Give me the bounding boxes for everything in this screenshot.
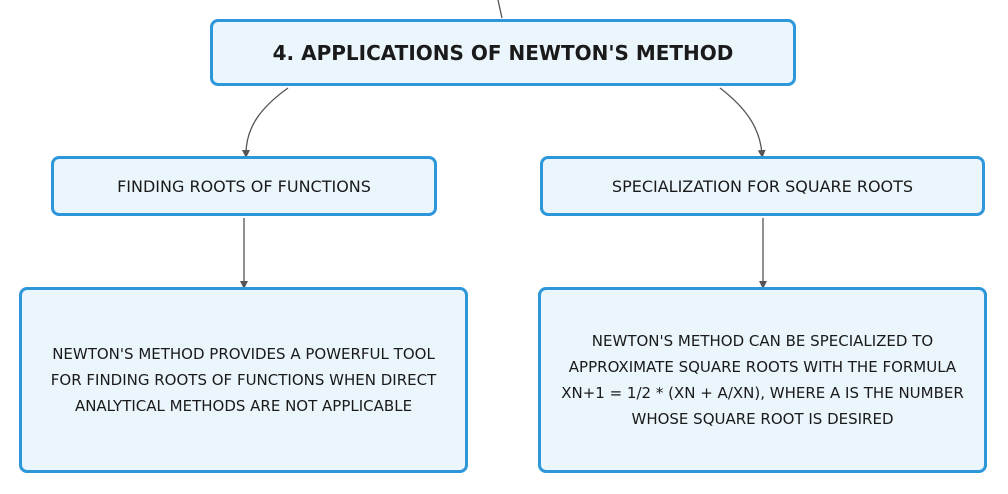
root-node-label: 4. APPLICATIONS OF NEWTON'S METHOD xyxy=(272,40,734,65)
incoming-connector xyxy=(497,0,503,19)
branch-node-square-roots[interactable]: SPECIALIZATION FOR SQUARE ROOTS xyxy=(540,156,985,216)
root-node[interactable]: 4. APPLICATIONS OF NEWTON'S METHOD xyxy=(210,19,796,86)
connector-root-to-left xyxy=(242,87,289,158)
detail-node-finding-roots-text: NEWTON'S METHOD PROVIDES A POWERFUL TOOL… xyxy=(50,344,437,416)
detail-node-square-roots[interactable]: NEWTON'S METHOD CAN BE SPECIALIZED TO AP… xyxy=(538,287,987,473)
detail-node-square-roots-text: NEWTON'S METHOD CAN BE SPECIALIZED TO AP… xyxy=(561,331,964,429)
branch-node-finding-roots[interactable]: FINDING ROOTS OF FUNCTIONS xyxy=(51,156,437,216)
branch-node-square-roots-label: SPECIALIZATION FOR SQUARE ROOTS xyxy=(611,176,914,196)
branch-node-finding-roots-label: FINDING ROOTS OF FUNCTIONS xyxy=(117,176,371,196)
connector-root-to-right xyxy=(719,87,766,158)
detail-node-finding-roots[interactable]: NEWTON'S METHOD PROVIDES A POWERFUL TOOL… xyxy=(19,287,468,473)
